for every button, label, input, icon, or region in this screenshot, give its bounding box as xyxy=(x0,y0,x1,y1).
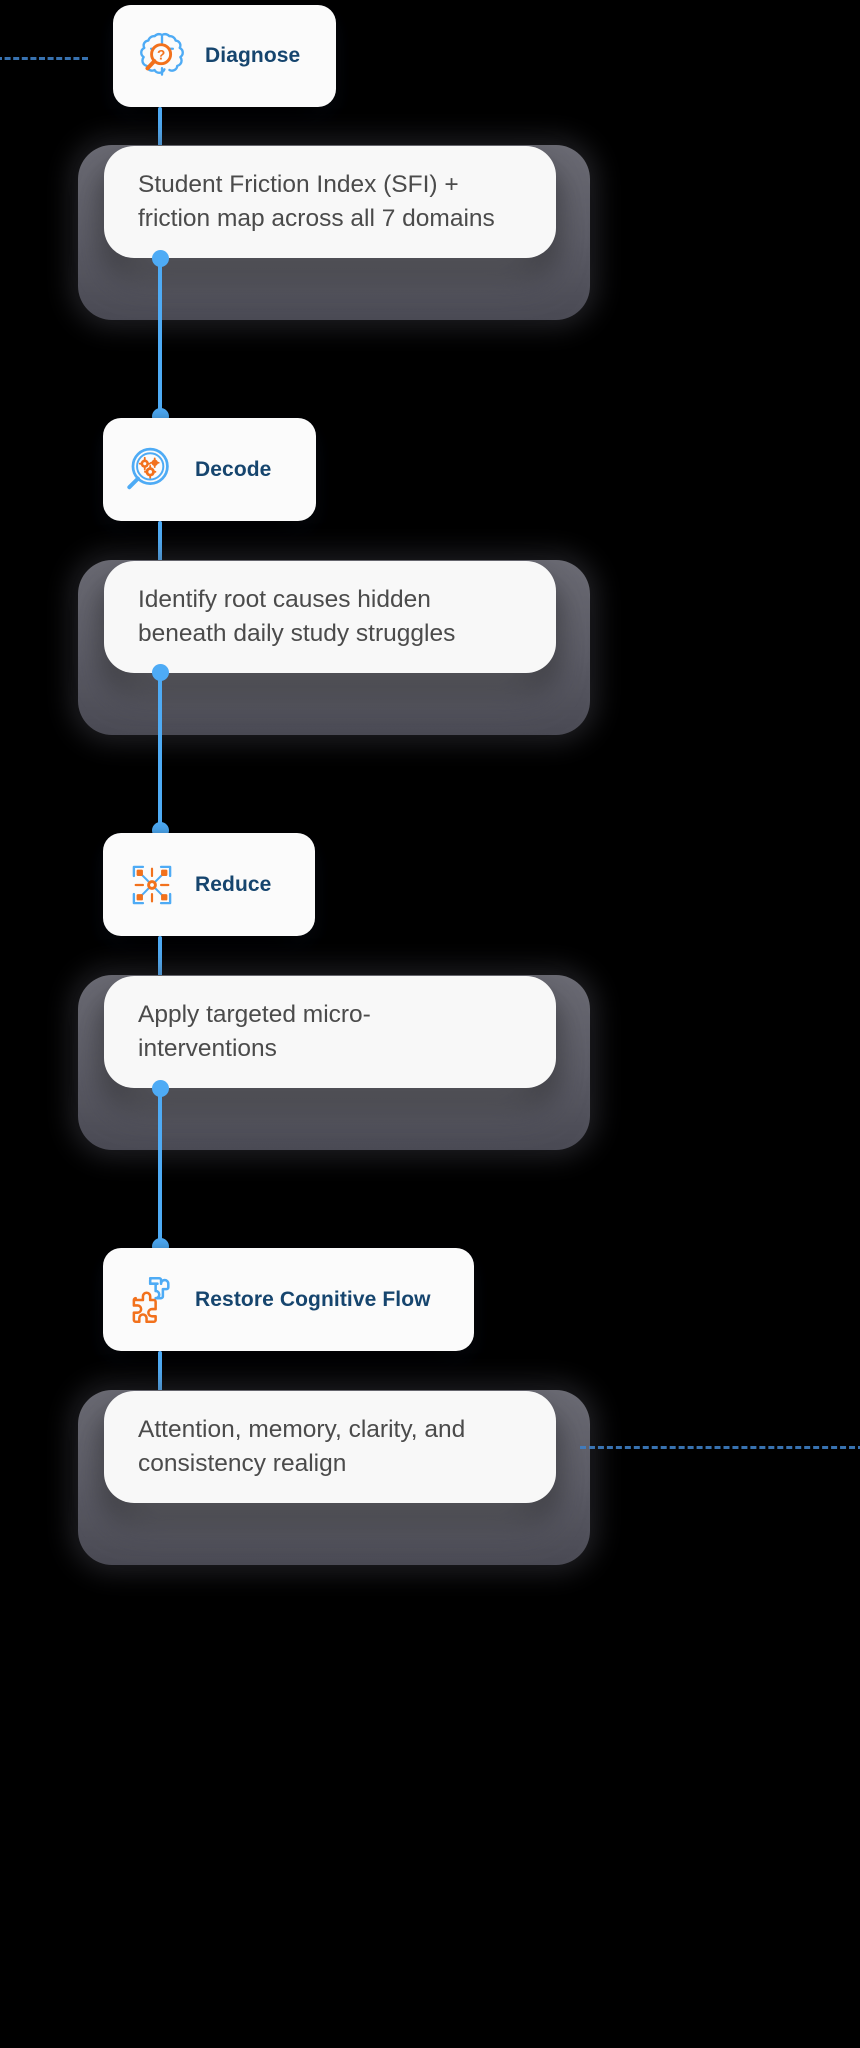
connector-reduce-to-card xyxy=(158,936,162,984)
puzzle-pieces-icon xyxy=(123,1271,181,1329)
network-nodes-reduce-icon xyxy=(123,856,181,914)
connector-diagnose-to-decode xyxy=(158,258,162,423)
incoming-dashed-connector xyxy=(0,57,88,60)
connector-decode-to-card xyxy=(158,521,162,569)
node-diagnose[interactable]: ? Diagnose xyxy=(113,5,336,107)
description-text-restore: Attention, memory, clarity, and consiste… xyxy=(138,1416,466,1477)
description-card-reduce: Apply targeted micro- interventions xyxy=(104,976,556,1088)
svg-text:?: ? xyxy=(157,48,165,63)
description-text-decode: Identify root causes hidden beneath dail… xyxy=(138,586,456,647)
description-card-diagnose: Student Friction Index (SFI) + friction … xyxy=(104,146,556,258)
node-reduce[interactable]: Reduce xyxy=(103,833,315,936)
node-restore-cognitive-flow[interactable]: Restore Cognitive Flow xyxy=(103,1248,474,1351)
brain-magnifier-question-icon: ? xyxy=(133,27,191,85)
description-text-diagnose: Student Friction Index (SFI) + friction … xyxy=(138,171,495,232)
description-text-reduce: Apply targeted micro- interventions xyxy=(138,1001,371,1062)
magnifier-gears-icon xyxy=(123,441,181,499)
connector-restore-to-card xyxy=(158,1351,162,1399)
connector-decode-to-reduce xyxy=(158,672,162,837)
connector-reduce-to-restore xyxy=(158,1088,162,1253)
node-label-reduce: Reduce xyxy=(195,872,272,896)
node-label-diagnose: Diagnose xyxy=(205,44,301,67)
outgoing-dashed-connector xyxy=(580,1446,860,1449)
node-label-restore-cognitive-flow: Restore Cognitive Flow xyxy=(195,1287,431,1311)
node-label-decode: Decode xyxy=(195,457,272,481)
description-card-restore: Attention, memory, clarity, and consiste… xyxy=(104,1391,556,1503)
node-decode[interactable]: Decode xyxy=(103,418,316,521)
connector-diagnose-to-card xyxy=(158,107,162,155)
description-card-decode: Identify root causes hidden beneath dail… xyxy=(104,561,556,673)
